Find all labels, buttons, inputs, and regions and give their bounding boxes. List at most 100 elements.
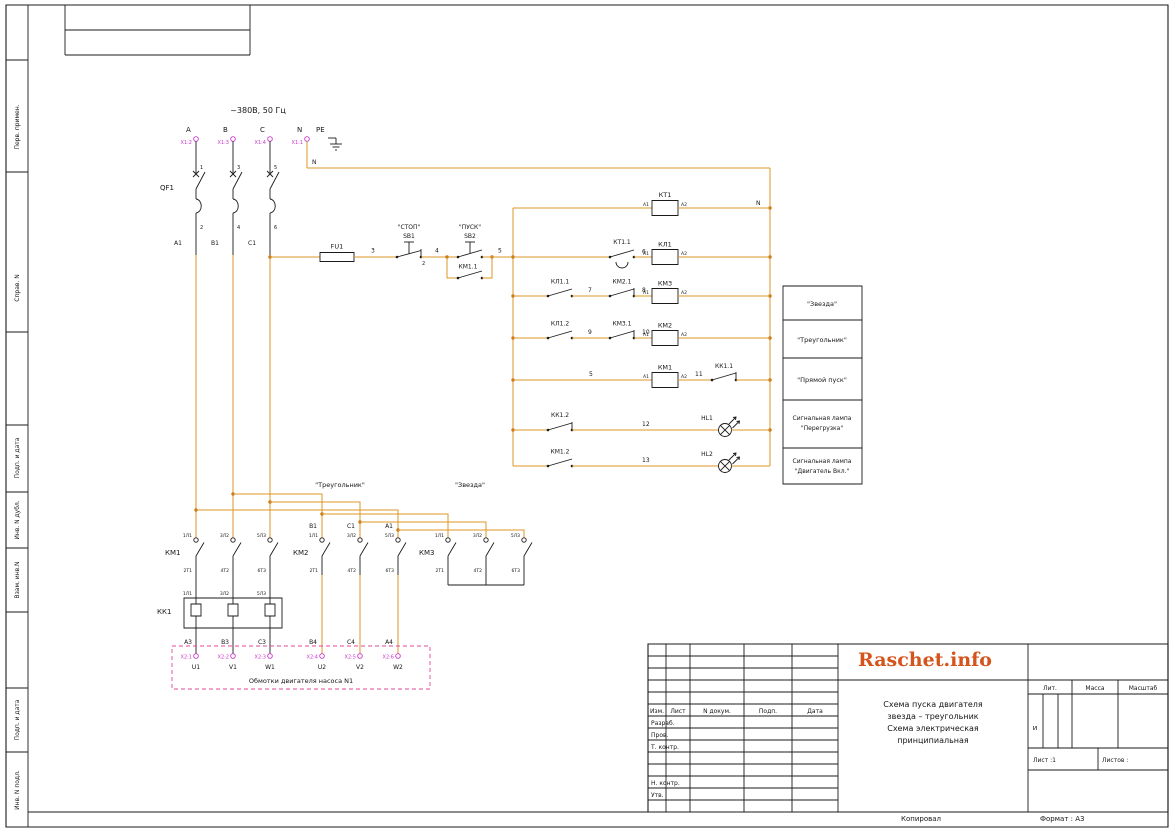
wire-label: С1 <box>248 240 256 247</box>
contact-label: КК1.1 <box>715 363 733 370</box>
motor-terminal-label: U2 <box>318 664 326 671</box>
motor-terminal-label: W2 <box>393 664 403 671</box>
coil-terminal-label: А1 <box>643 251 649 257</box>
neutral-label: N <box>312 159 317 166</box>
row-km2: КЛ1.2 9 КМ3.1 10 КМ2 А1 А2 <box>513 321 770 346</box>
wire-number: 10 <box>642 329 650 336</box>
terminal-circle <box>231 654 236 659</box>
terminal-label: Х1:3 <box>218 140 229 146</box>
thermal-relay-kk1: КК1 1Л1 3Л2 5Л3 А3 В3 С3 <box>157 591 282 654</box>
doc-title-line: принципиальная <box>897 736 969 745</box>
qf1-breaker: QF1 1 2 А1 3 4 В1 5 6 С1 <box>160 165 279 538</box>
neutral-rail-label: N <box>756 200 761 207</box>
doc-title-line: звезда – треугольник <box>887 712 978 721</box>
wire-number: 9 <box>588 329 592 336</box>
contactor-label: КМ1 <box>165 549 180 557</box>
tb-lit-value: и <box>1033 724 1038 732</box>
wire-label: А1 <box>174 240 182 247</box>
motor-terminal-label: U1 <box>192 664 200 671</box>
power-wiring: "Треугольник" "Звезда" <box>194 481 524 538</box>
tb-header: N докум. <box>703 708 731 715</box>
motor-terminal-label: V2 <box>356 664 364 671</box>
supply-voltage-label: ~380В, 50 Гц <box>230 106 286 115</box>
terminal-circle <box>358 654 363 659</box>
contact-label: КМ2.1 <box>613 279 632 286</box>
wire-label: В1 <box>309 523 317 530</box>
pole-terminal: 4Т2 <box>221 568 230 574</box>
format-label: Формат : А3 <box>1040 815 1084 823</box>
contact-label: КЛ1.2 <box>551 321 569 328</box>
pole-terminal: 1Л1 <box>183 533 192 539</box>
row-hl1: КК1.2 12 HL1 <box>513 412 770 437</box>
terminal-circle <box>231 137 236 142</box>
contactor-km2: КМ2 В1 С1 А1 1Л1 3Л2 5Л3 2Т1 4Т2 6Т3 В4 … <box>293 523 406 654</box>
terminal-label: Х2:4 <box>307 655 318 661</box>
wire-number: 2 <box>200 225 203 231</box>
motor-terminal-label: W1 <box>265 664 275 671</box>
control-feed: FU1 3 "СТОП" SB1 2 4 "ПУСК" SB2 <box>268 224 513 280</box>
contact-label: КМ1.2 <box>551 449 570 456</box>
frame-side-label: Подп. и дата <box>14 699 21 740</box>
tb-header: Лист <box>670 708 686 715</box>
coil-kl1 <box>652 250 678 265</box>
delta-group-label: "Треугольник" <box>315 481 365 489</box>
wire-number: 7 <box>588 287 592 294</box>
tb-row-label: Разраб. <box>651 720 675 727</box>
coil-terminal-label: А1 <box>643 202 649 208</box>
row-kt1: КТ1 А1 А2 <box>513 191 770 216</box>
frame-side-label: Подп. и дата <box>14 437 21 478</box>
tb-lit-header: Лит. <box>1043 685 1057 692</box>
wire-label: А4 <box>385 639 393 646</box>
wire-label: В1 <box>211 240 219 247</box>
wire-number: 13 <box>642 457 650 464</box>
phase-label: A <box>186 126 191 134</box>
contactor-km1: КМ1 1Л1 3Л2 5Л3 2Т1 4Т2 6Т3 <box>165 533 278 604</box>
copied-label: Копировал <box>901 815 941 823</box>
terminal-label: Х1:4 <box>255 140 266 146</box>
motor-boundary <box>172 646 430 689</box>
pole-terminal: 2Т1 <box>310 568 319 574</box>
coil-label: КМ2 <box>658 322 672 330</box>
terminal-circle <box>320 654 325 659</box>
coil-terminal-label: А1 <box>643 290 649 296</box>
contactor-label: КМ3 <box>419 549 434 557</box>
pole-terminal: 4Т2 <box>474 568 483 574</box>
terminal-label: Х2:5 <box>345 655 356 661</box>
row-km1: 5 КМ1 А1 А2 11 КК1.1 <box>513 363 770 388</box>
pole-terminal: 3Л2 <box>347 533 356 539</box>
coil-km1 <box>652 373 678 388</box>
wire-number: 11 <box>695 371 703 378</box>
stop-title: "СТОП" <box>398 224 421 231</box>
wire-number: 3 <box>237 165 240 171</box>
wire-number: 6 <box>274 225 277 231</box>
pole-terminal: 1Л1 <box>435 533 444 539</box>
coil-label: КМ3 <box>658 280 672 288</box>
pole-terminal: 1Л1 <box>183 591 192 597</box>
wire-label: В4 <box>309 639 317 646</box>
relay-label: КК1 <box>157 608 171 616</box>
row-km3: КЛ1.1 7 КМ2.1 8 КМ3 А1 А2 <box>513 279 770 304</box>
pole-terminal: 1Л1 <box>309 533 318 539</box>
phase-label: B <box>223 126 228 134</box>
ground-symbol <box>328 138 342 150</box>
wire-label: А1 <box>385 523 393 530</box>
star-group-label: "Звезда" <box>455 481 485 489</box>
coil-terminal-label: А1 <box>643 332 649 338</box>
title-block: Изм. Лист N докум. Подп. Дата Разраб. Пр… <box>648 644 1168 812</box>
wire-number: 5 <box>589 371 593 378</box>
pole-terminal: 5Л3 <box>257 591 266 597</box>
pole-terminal: 2Т1 <box>184 568 193 574</box>
wire-number: 6 <box>642 249 646 256</box>
fuse-label: FU1 <box>331 243 344 251</box>
motor-caption: Обмотки двигателя насоса N1 <box>249 677 353 685</box>
legend-label: "Прямой пуск" <box>797 376 847 384</box>
tb-mass-header: Масса <box>1085 685 1104 692</box>
terminal-circle <box>305 137 310 142</box>
phase-label: C <box>260 126 265 134</box>
pole-terminal: 6Т3 <box>512 568 521 574</box>
pole-terminal: 3Л2 <box>220 591 229 597</box>
coil-terminal-label: А2 <box>681 374 687 380</box>
wire-number: 5 <box>498 248 502 255</box>
wire-number: 3 <box>371 248 375 255</box>
